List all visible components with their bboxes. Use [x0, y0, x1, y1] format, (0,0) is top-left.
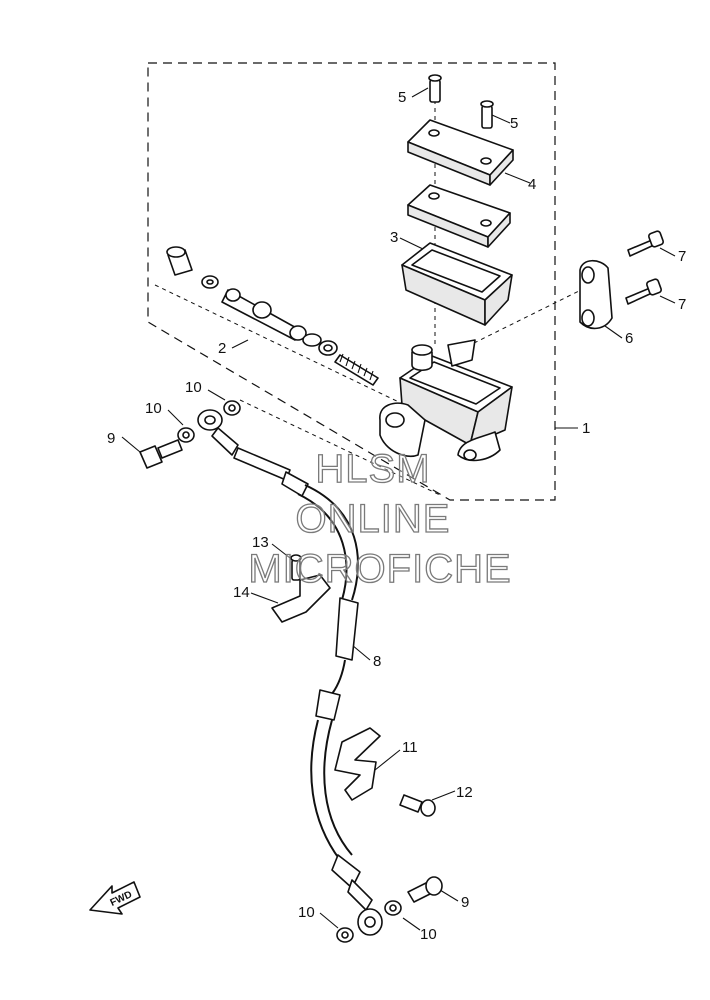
- callout-label: 5: [510, 115, 518, 132]
- callout-label: 9: [107, 430, 115, 447]
- hose-guide: [271, 574, 331, 623]
- reservoir-cover-screw: [480, 100, 494, 129]
- holder-flange-bolt: [399, 794, 436, 817]
- callout-label: 2: [218, 340, 226, 357]
- reservoir-diaphragm: [401, 242, 513, 326]
- copper-washer: [177, 427, 195, 443]
- callout-label: 13: [252, 534, 269, 551]
- callout-label: 9: [461, 894, 469, 911]
- union-bolt: [407, 876, 443, 903]
- reservoir-cover-screw: [428, 74, 442, 103]
- callout-label: 10: [298, 904, 315, 921]
- master-cylinder-holder: [579, 259, 613, 330]
- copper-washer: [223, 400, 241, 416]
- reservoir-cover: [407, 119, 514, 186]
- callout-label: 10: [420, 926, 437, 943]
- diaphragm-plate: [407, 184, 511, 248]
- callout-labels: 1 2 3 4 5 5 6 7 7 8 9 9 10 10 10 10 11 1…: [107, 89, 686, 943]
- piston-kit: [166, 246, 379, 386]
- callout-label: 10: [185, 379, 202, 396]
- callout-label: 7: [678, 296, 686, 313]
- callout-label: 8: [373, 653, 381, 670]
- assembly-boundary: [147, 62, 556, 501]
- callout-label: 6: [625, 330, 633, 347]
- callout-label: 7: [678, 248, 686, 265]
- callout-label: 11: [402, 739, 418, 756]
- union-bolt: [139, 439, 183, 469]
- callout-label: 12: [456, 784, 473, 801]
- watermark-line-2: ONLINE: [296, 497, 451, 541]
- copper-washer: [384, 900, 402, 916]
- holder-bolt: [627, 230, 664, 257]
- master-cylinder-body: [379, 339, 513, 462]
- watermark: HLSM ONLINE MICROFICHE: [248, 446, 512, 591]
- callout-label: 10: [145, 400, 162, 417]
- holder-bolt: [625, 278, 662, 305]
- callout-label: 5: [398, 89, 406, 106]
- guide-screw: [290, 554, 302, 581]
- hose-holder: [334, 727, 381, 801]
- callout-label: 1: [582, 420, 590, 437]
- forward-direction-arrow: FWD: [89, 881, 141, 915]
- callout-label: 14: [233, 584, 250, 601]
- leader-lines: [121, 87, 676, 931]
- watermark-line-3: MICROFICHE: [248, 547, 511, 591]
- copper-washer: [336, 927, 354, 943]
- watermark-line-1: HLSM: [315, 447, 430, 491]
- brake-hose: [197, 409, 383, 936]
- callout-label: 3: [390, 229, 398, 246]
- callout-label: 4: [528, 176, 536, 193]
